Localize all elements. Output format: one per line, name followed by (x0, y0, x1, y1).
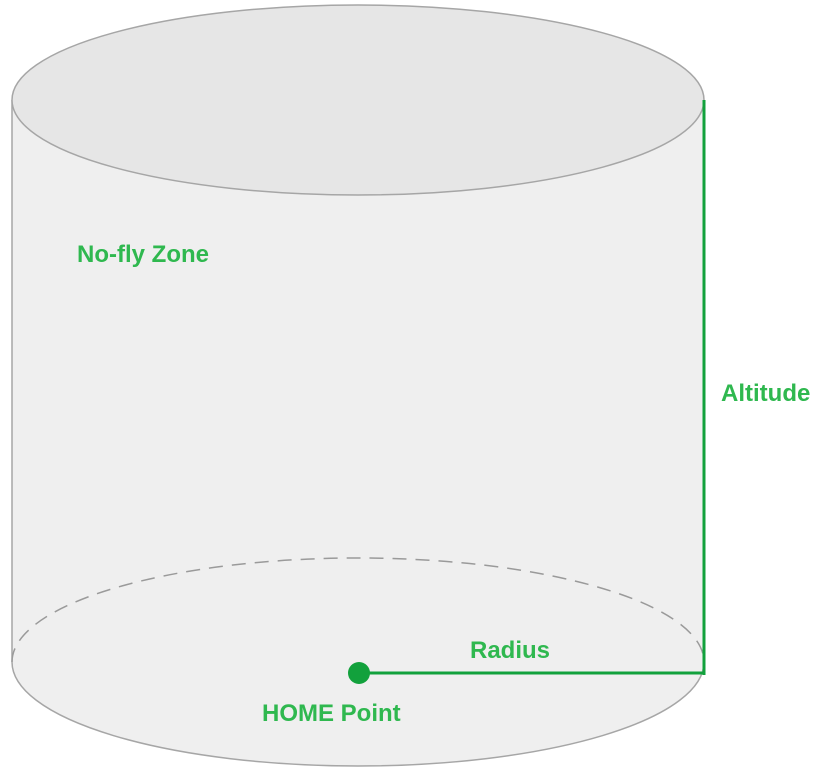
cylinder-bottom-front-edge (11, 661, 705, 767)
home-point-label: HOME Point (262, 700, 401, 727)
altitude-label: Altitude (721, 380, 810, 407)
cylinder-bottom-hidden-edge (11, 557, 705, 663)
cylinder-top-face (11, 4, 705, 196)
radius-label: Radius (470, 637, 550, 664)
no-fly-zone-label: No-fly Zone (77, 241, 209, 268)
home-point-marker (348, 662, 370, 684)
cylinder-body (12, 100, 704, 766)
